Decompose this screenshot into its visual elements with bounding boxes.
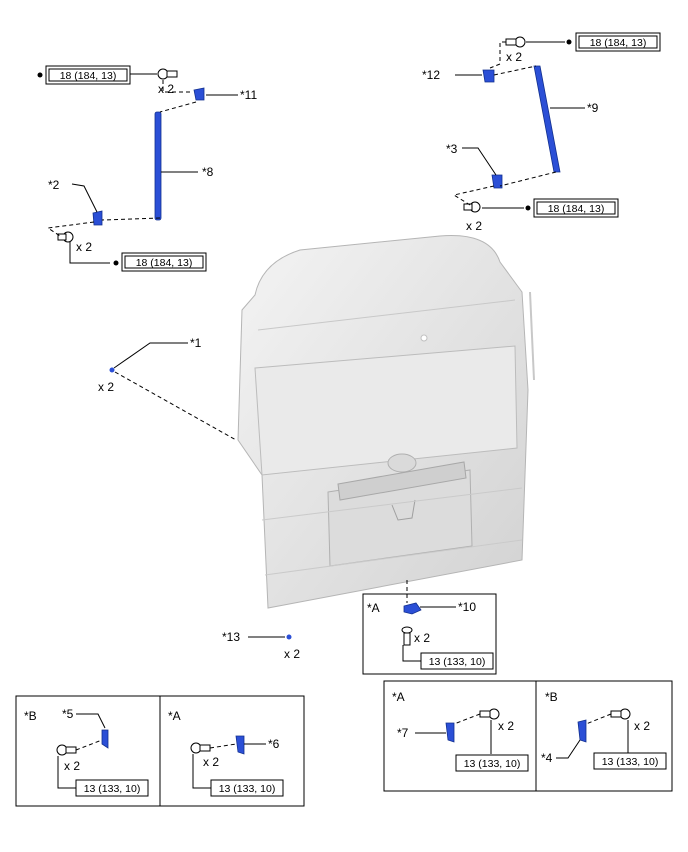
back-door-clip — [109, 367, 115, 373]
stay-bracket-lower-right — [491, 174, 503, 189]
torque-value: 13 (133, 10) — [84, 783, 141, 795]
bracket-part — [577, 719, 587, 743]
torque-bullet-icon — [566, 39, 572, 45]
torque-box-hinge-left-bottom: 18 (184, 13) — [121, 252, 207, 272]
quantity-label: x 2 — [98, 380, 114, 394]
bracket-part — [445, 722, 455, 743]
lock-bolt-icon — [401, 626, 413, 646]
bracket-bolt-icon — [610, 708, 631, 720]
torque-value: 18 (184, 13) — [60, 70, 117, 82]
callout-1: *1 — [190, 336, 202, 350]
stay-bracket-lower-left — [92, 210, 103, 226]
torque-box-detail: 13 (133, 10) — [455, 754, 529, 772]
back-door-panel — [237, 235, 535, 609]
hinge-bolt-icon — [57, 231, 74, 243]
callout-10: *10 — [458, 600, 476, 614]
quantity-label: x 2 — [64, 759, 80, 773]
detail-box-right — [383, 680, 673, 792]
quantity-label: x 2 — [203, 755, 219, 769]
callout-12: *12 — [422, 68, 440, 82]
torque-value: 13 (133, 10) — [219, 783, 276, 795]
quantity-label: x 2 — [76, 240, 92, 254]
right-strut-assembly — [452, 36, 585, 213]
stay-bracket-upper-left — [193, 87, 205, 101]
callout-9: *9 — [587, 101, 599, 115]
callout-4: *4 — [541, 751, 553, 765]
callout-13: *13 — [222, 630, 240, 644]
quantity-label: x 2 — [634, 719, 650, 733]
torque-value: 13 (133, 10) — [602, 756, 659, 768]
bracket-bolt-icon — [479, 708, 500, 720]
garnish-clip — [286, 634, 292, 640]
view-label-b: *B — [545, 690, 558, 704]
quantity-label: x 2 — [498, 719, 514, 733]
torque-box-detail: 13 (133, 10) — [210, 779, 284, 797]
quantity-label: x 2 — [506, 50, 522, 64]
bracket-bolt-icon — [190, 742, 211, 754]
view-label-a: *A — [392, 690, 405, 704]
view-label-a: *A — [367, 601, 380, 615]
quantity-label: x 2 — [414, 631, 430, 645]
stay-assembly-right — [533, 65, 561, 173]
left-strut-assembly — [37, 68, 238, 266]
lock-part — [403, 602, 422, 615]
clip-group — [109, 342, 292, 640]
torque-value: 13 (133, 10) — [464, 758, 521, 770]
callout-11: *11 — [240, 88, 257, 102]
stay-assembly-left — [154, 111, 162, 221]
callout-2: *2 — [48, 178, 60, 192]
torque-box-hinge-right-top: 18 (184, 13) — [575, 32, 661, 52]
torque-value: 13 (133, 10) — [429, 656, 486, 668]
callout-5: *5 — [62, 707, 74, 721]
bracket-part — [101, 729, 109, 749]
torque-box-lock: 13 (133, 10) — [420, 652, 494, 670]
callout-3: *3 — [446, 142, 458, 156]
torque-bullet-icon — [113, 260, 119, 266]
stay-bracket-upper-right — [482, 69, 495, 83]
torque-value: 18 (184, 13) — [590, 37, 647, 49]
callout-8: *8 — [202, 165, 214, 179]
torque-box-hinge-left-top: 18 (184, 13) — [45, 65, 131, 85]
torque-box-detail: 13 (133, 10) — [75, 779, 149, 797]
hinge-bolt-icon — [157, 68, 178, 80]
torque-bullet-icon — [37, 72, 43, 78]
hinge-bolt-icon — [463, 201, 481, 213]
quantity-label: x 2 — [284, 647, 300, 661]
callout-7: *7 — [397, 726, 409, 740]
torque-box-hinge-right-bottom: 18 (184, 13) — [533, 198, 619, 218]
torque-box-detail: 13 (133, 10) — [593, 752, 667, 770]
torque-bullet-icon — [525, 205, 531, 211]
view-label-b: *B — [24, 709, 37, 723]
bracket-part — [235, 735, 245, 755]
bracket-bolt-icon — [56, 744, 77, 756]
quantity-label: x 2 — [466, 219, 482, 233]
torque-value: 18 (184, 13) — [548, 203, 605, 215]
quantity-label: x 2 — [158, 82, 174, 96]
callout-6: *6 — [268, 737, 280, 751]
view-label-a: *A — [168, 709, 181, 723]
hinge-bolt-icon — [505, 36, 526, 48]
torque-value: 18 (184, 13) — [136, 257, 193, 269]
